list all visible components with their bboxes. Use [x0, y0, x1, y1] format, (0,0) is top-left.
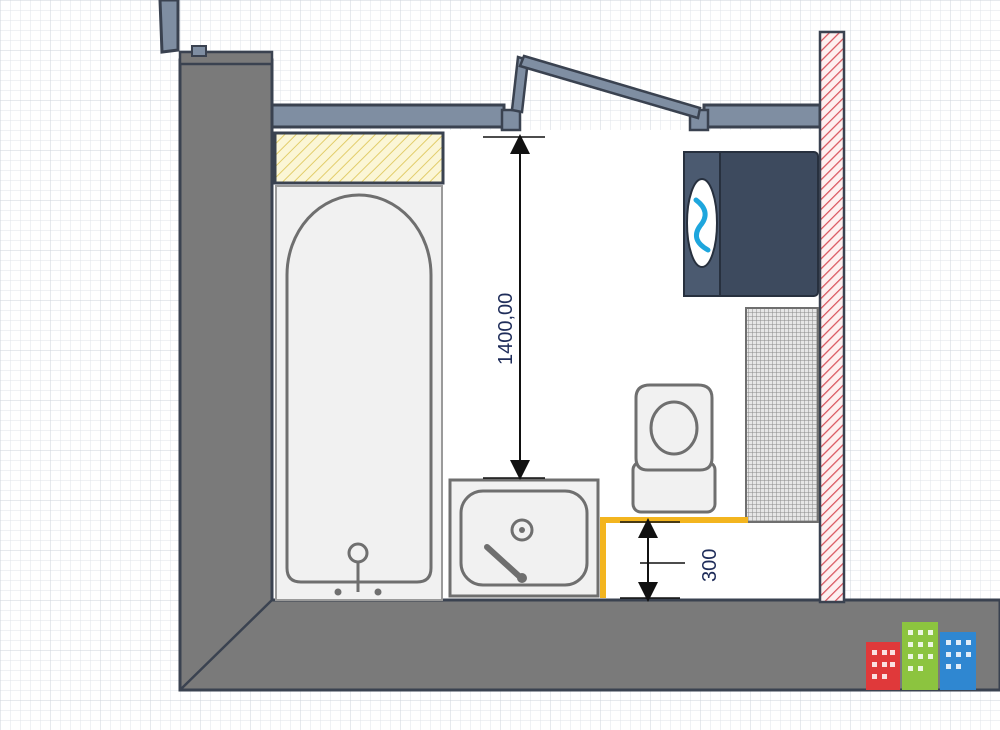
bathtub-handle-right-icon: [374, 588, 382, 596]
door-hinge-top-left: [191, 45, 207, 57]
city-buildings-logo-icon: [866, 622, 976, 690]
door-jamb-left: [500, 108, 522, 132]
right-partition: [818, 30, 846, 604]
door-leaf-right: [518, 54, 702, 120]
top-wall-left: [270, 103, 506, 129]
bath-niche-panel: [273, 131, 445, 185]
dimension-small: 300: [620, 518, 721, 602]
toilet-seat: [649, 400, 699, 456]
bathtub: [275, 185, 443, 601]
door-leaf-top-left: [158, 0, 180, 54]
toilet: [631, 383, 717, 514]
yellow-partition-line: [600, 517, 748, 598]
top-wall-right: [702, 103, 822, 129]
washing-machine: [683, 151, 819, 297]
logo-windows: [872, 630, 971, 679]
dimension-label-300: 300: [699, 549, 721, 582]
washer-drum-swirl: [693, 197, 711, 253]
mesh-panel: [745, 307, 819, 523]
bathtub-handle-left-icon: [334, 588, 342, 596]
sink: [448, 478, 600, 598]
dimension-label-1400: 1400,00: [495, 293, 517, 365]
sink-faucet-icon: [484, 544, 523, 580]
bathtub-basin: [285, 193, 433, 584]
sink-faucet-knob: [517, 573, 527, 583]
sink-drain-dot: [519, 527, 525, 533]
dimension-vertical: 1400,00: [483, 134, 545, 480]
wall-corner-line: [179, 599, 273, 691]
bathtub-drain-icon: [347, 542, 369, 564]
